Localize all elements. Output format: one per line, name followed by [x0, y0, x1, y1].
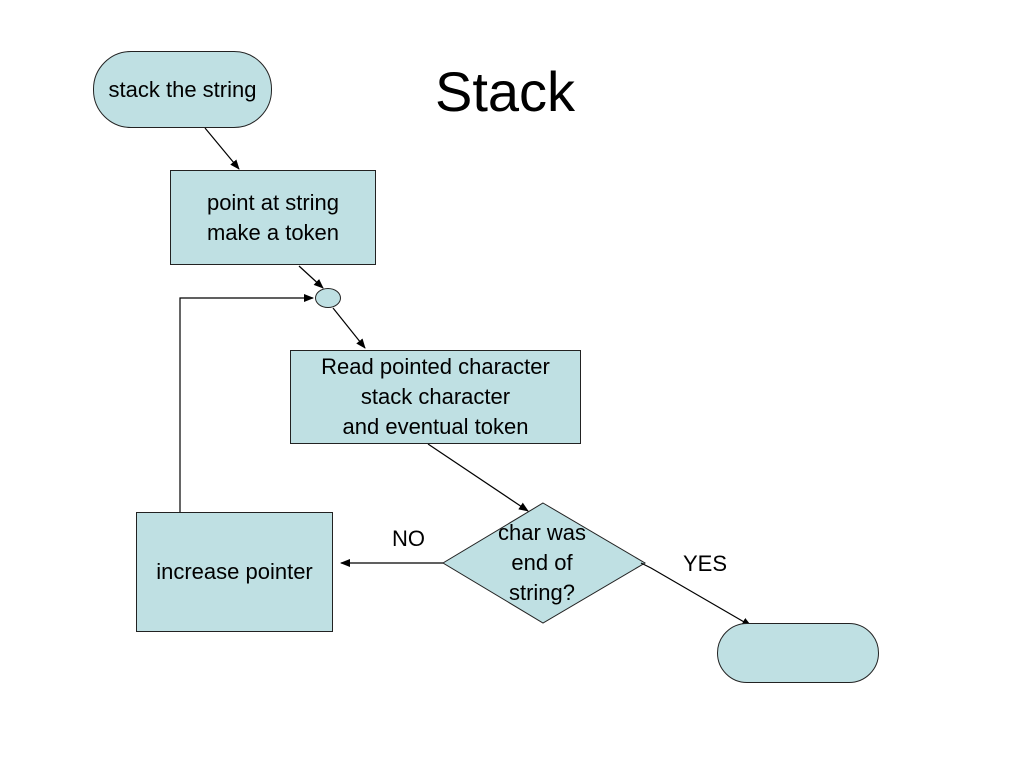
decision-label: char was end of string?	[497, 520, 587, 605]
decision-diamond	[442, 502, 646, 624]
no-branch-label: NO	[392, 526, 425, 551]
init-process-box: point at string make a token	[170, 170, 376, 265]
arrow-junction-to-process	[332, 307, 366, 349]
arrow-init-to-junction	[298, 265, 324, 289]
increase-pointer-box: increase pointer	[136, 512, 333, 632]
arrow-loop-back	[179, 294, 314, 512]
read-process-label: Read pointed character stack character a…	[321, 354, 550, 439]
end-terminator	[717, 623, 879, 683]
start-terminator-label: stack the string	[108, 76, 257, 102]
slide-title: Stack	[434, 60, 576, 123]
init-process-label: point at string make a token	[206, 189, 340, 245]
arrow-process-to-decision	[427, 443, 529, 512]
read-process-box: Read pointed character stack character a…	[290, 350, 581, 444]
junction-connector	[315, 288, 341, 308]
yes-branch-label: YES	[683, 551, 728, 576]
start-terminator: stack the string	[93, 51, 272, 128]
arrow-decision-yes	[640, 562, 752, 627]
increase-pointer-label: increase pointer	[156, 559, 313, 584]
arrow-start-to-init	[204, 127, 240, 170]
